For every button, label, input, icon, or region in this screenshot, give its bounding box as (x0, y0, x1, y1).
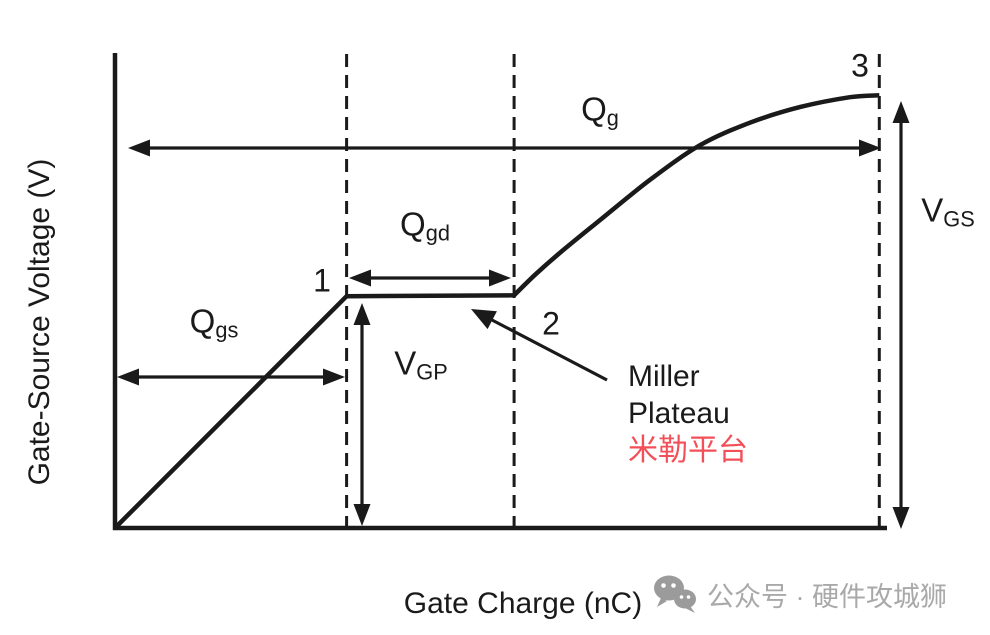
qgd-label-sub: gd (425, 220, 450, 246)
miller-pointer-arrow (471, 309, 608, 382)
wechat-icon-eyes (661, 583, 691, 599)
qgd-label-base: Q (400, 205, 426, 243)
qgs-label-sub: gs (215, 317, 239, 343)
qgd-span-arrow (349, 269, 511, 287)
dashed-guide-lines (345, 54, 881, 528)
qgs-arrow-right-head (323, 368, 345, 386)
miller-line-3: 米勒平台 (628, 434, 748, 467)
point-1-label: 1 (313, 262, 331, 299)
miller-pointer-head (471, 309, 497, 330)
qg-arrow-left-head (128, 139, 150, 157)
qgs-label-base: Q (189, 302, 216, 340)
vgs-label-sub: GS (943, 206, 975, 232)
qgs-label: Qgs (190, 302, 239, 343)
qgd-arrow-left-head (349, 269, 371, 287)
qg-label: Qg (581, 90, 619, 131)
point-2-label: 2 (542, 305, 560, 342)
qgd-label: Qgd (400, 205, 450, 246)
qg-label-sub: g (606, 105, 619, 131)
qgd-arrow-right-head (489, 269, 511, 287)
vgs-arrow-bottom-head (892, 507, 910, 529)
vgp-arrow-top-head (353, 303, 371, 325)
gate-charge-curve (113, 93, 880, 530)
point-3-label: 3 (851, 47, 869, 84)
x-axis-label: Gate Charge (nC) (403, 587, 643, 620)
wechat-icon-bubbles (654, 575, 696, 613)
vgs-arrow-top-head (892, 101, 910, 123)
qgs-arrow-left-head (117, 368, 139, 386)
vgp-label-base: V (394, 344, 417, 382)
vgs-label: VGS (921, 191, 974, 232)
watermark-text: 公众号 · 硬件攻城狮 (707, 581, 947, 612)
qgs-span-arrow (117, 368, 345, 386)
miller-line-2: Plateau (628, 397, 730, 430)
qg-arrow-right-head (859, 139, 881, 157)
qg-span-arrow (128, 139, 881, 157)
vgp-level-arrow (353, 303, 371, 526)
miller-line-1: Miller (628, 360, 700, 393)
miller-pointer-line (491, 318, 608, 382)
vgs-label-base: V (921, 191, 944, 229)
wechat-icon (654, 575, 696, 613)
vgp-label: VGP (394, 344, 447, 385)
miller-plateau-annotation: Miller Plateau 米勒平台 (628, 358, 748, 469)
qg-label-base: Q (581, 90, 607, 128)
watermark: 公众号 · 硬件攻城狮 (652, 574, 947, 614)
vgp-label-sub: GP (416, 359, 448, 385)
plot-axes (112, 53, 887, 531)
vgs-level-arrow (892, 101, 910, 529)
vgp-arrow-bottom-head (353, 504, 371, 526)
y-axis-label: Gate-Source Voltage (V) (23, 158, 56, 486)
